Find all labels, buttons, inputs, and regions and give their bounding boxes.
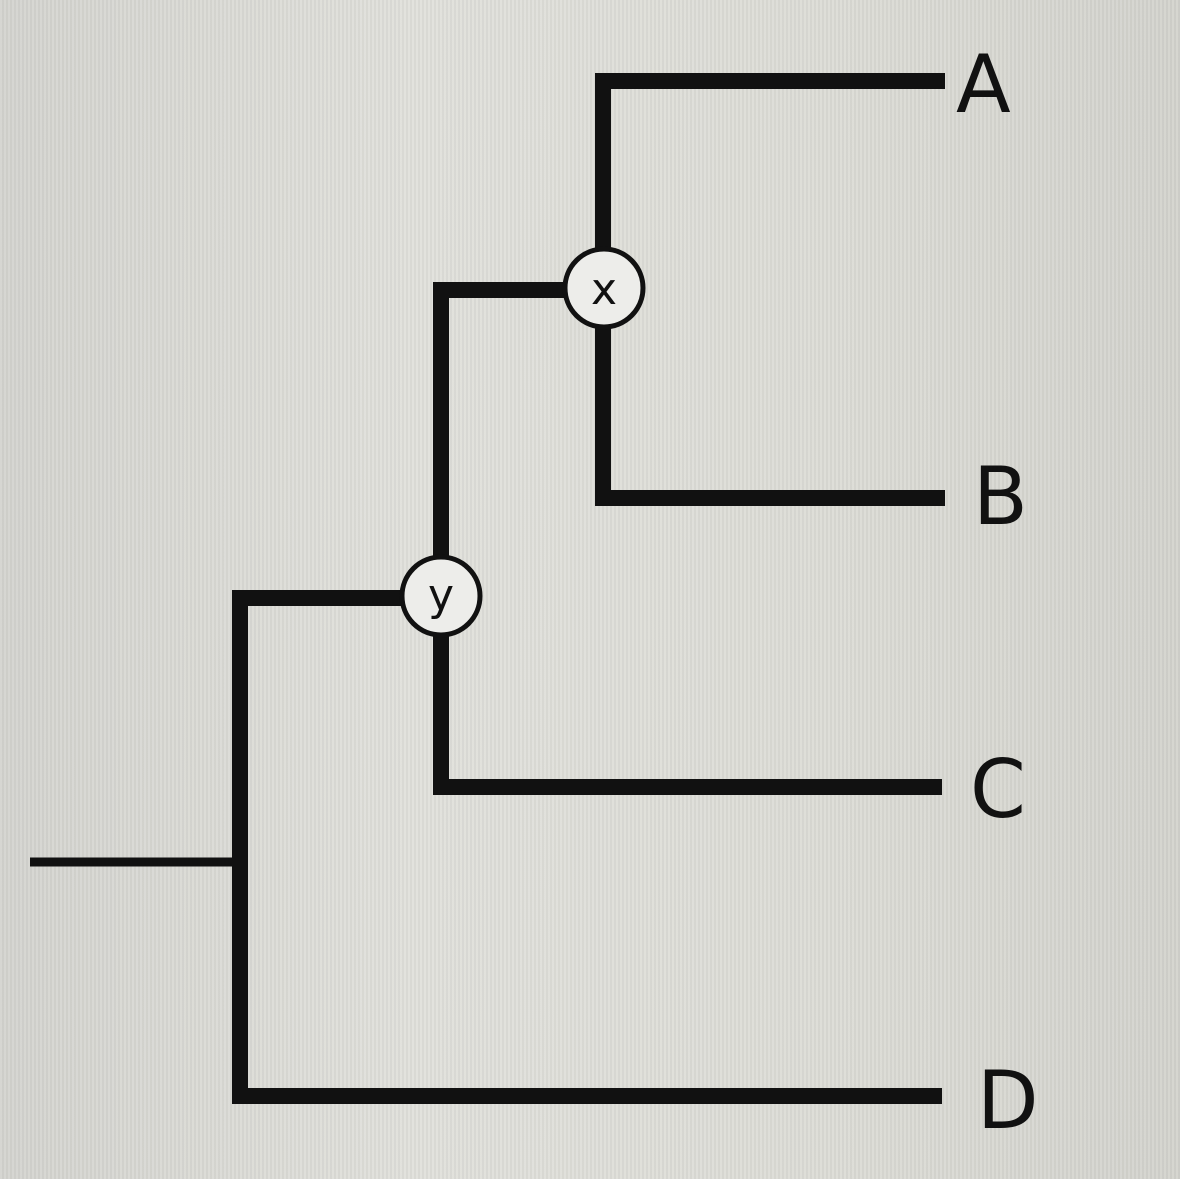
node-x-circle [562, 246, 646, 330]
leaf-label-d: D [977, 1054, 1039, 1147]
node-y-circle [399, 554, 483, 638]
leaf-label-b: B [973, 450, 1028, 543]
node-x-label: x [591, 264, 617, 315]
node-y-label: y [428, 570, 454, 621]
node-x: x [562, 246, 646, 330]
leaf-label-a: A [956, 38, 1011, 131]
node-y: y [399, 554, 483, 638]
leaf-label-c: C [970, 743, 1026, 836]
